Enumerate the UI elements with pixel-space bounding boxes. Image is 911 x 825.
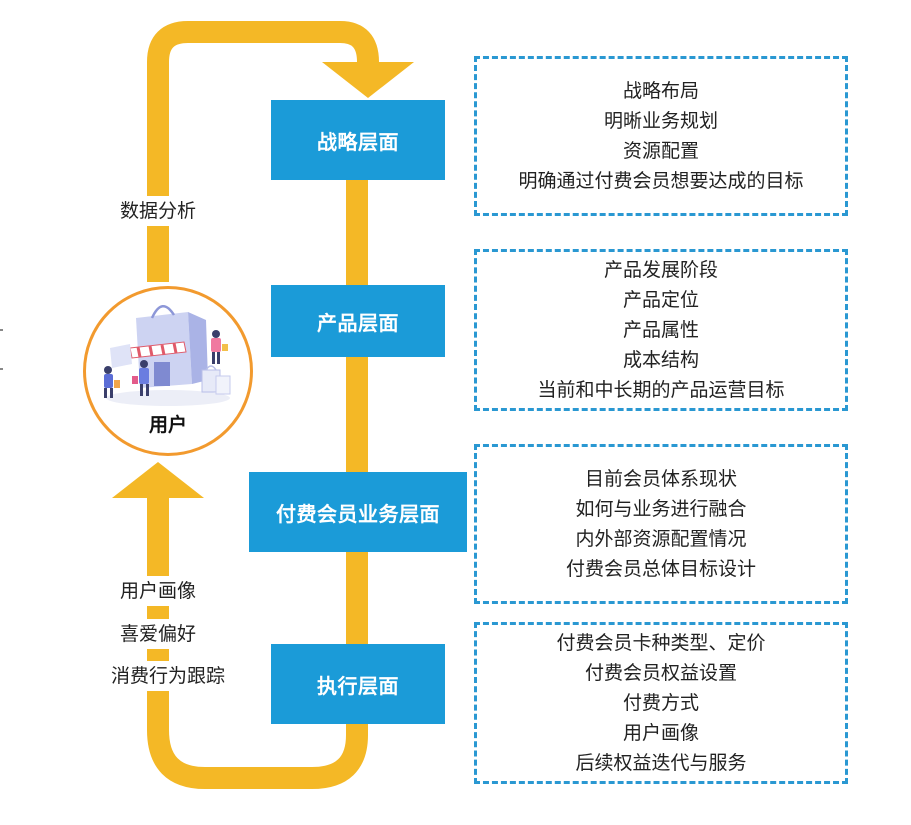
desc-line: 付费方式 — [622, 692, 699, 714]
desc-line: 产品定位 — [622, 289, 699, 311]
desc-line: 付费会员卡种类型、定价 — [556, 632, 766, 654]
desc-line: 成本结构 — [622, 349, 699, 371]
desc-line: 当前和中长期的产品运营目标 — [537, 379, 785, 401]
layer-product: 产品层面 — [271, 285, 445, 357]
desc-line: 明晰业务规划 — [603, 110, 718, 132]
desc-box-strategy: 战略布局 明晰业务规划 资源配置 明确通过付费会员想要达成的目标 — [474, 56, 848, 216]
desc-line: 明确通过付费会员想要达成的目标 — [518, 170, 804, 192]
layer-label: 执行层面 — [317, 673, 399, 698]
desc-line: 资源配置 — [622, 140, 699, 162]
edge-mark — [0, 368, 3, 370]
desc-line: 战略布局 — [622, 80, 699, 102]
input-label-preference: 喜爱偏好 — [98, 619, 218, 649]
left-arrowhead — [112, 462, 204, 498]
layer-label: 战略层面 — [317, 129, 399, 154]
analysis-label: 数据分析 — [108, 196, 208, 226]
layer-membership: 付费会员业务层面 — [249, 472, 467, 552]
input-label-tracking: 消费行为跟踪 — [98, 661, 238, 691]
desc-line: 后续权益迭代与服务 — [575, 752, 747, 774]
top-arrowhead — [322, 62, 414, 98]
layer-strategy: 战略层面 — [271, 100, 445, 180]
shopping-illustration-icon — [104, 305, 231, 406]
bottom-arc — [147, 670, 368, 789]
desc-line: 产品发展阶段 — [603, 259, 718, 281]
layer-label: 产品层面 — [317, 310, 399, 335]
desc-box-execution: 付费会员卡种类型、定价 付费会员权益设置 付费方式 用户画像 后续权益迭代与服务 — [474, 622, 848, 784]
layer-label: 付费会员业务层面 — [276, 501, 440, 526]
desc-line: 付费会员权益设置 — [584, 662, 737, 684]
layer-execution: 执行层面 — [271, 644, 445, 724]
desc-box-product: 产品发展阶段 产品定位 产品属性 成本结构 当前和中长期的产品运营目标 — [474, 249, 848, 411]
desc-line: 产品属性 — [622, 319, 699, 341]
desc-line: 用户画像 — [622, 722, 699, 744]
desc-line: 付费会员总体目标设计 — [565, 558, 756, 580]
desc-line: 目前会员体系现状 — [584, 468, 737, 490]
edge-mark — [0, 329, 3, 331]
desc-line: 内外部资源配置情况 — [575, 528, 747, 550]
desc-line: 如何与业务进行融合 — [575, 498, 747, 520]
top-arc — [147, 21, 379, 282]
user-label: 用户 — [148, 414, 187, 436]
input-label-portrait: 用户画像 — [98, 576, 218, 606]
desc-box-membership: 目前会员体系现状 如何与业务进行融合 内外部资源配置情况 付费会员总体目标设计 — [474, 444, 848, 604]
